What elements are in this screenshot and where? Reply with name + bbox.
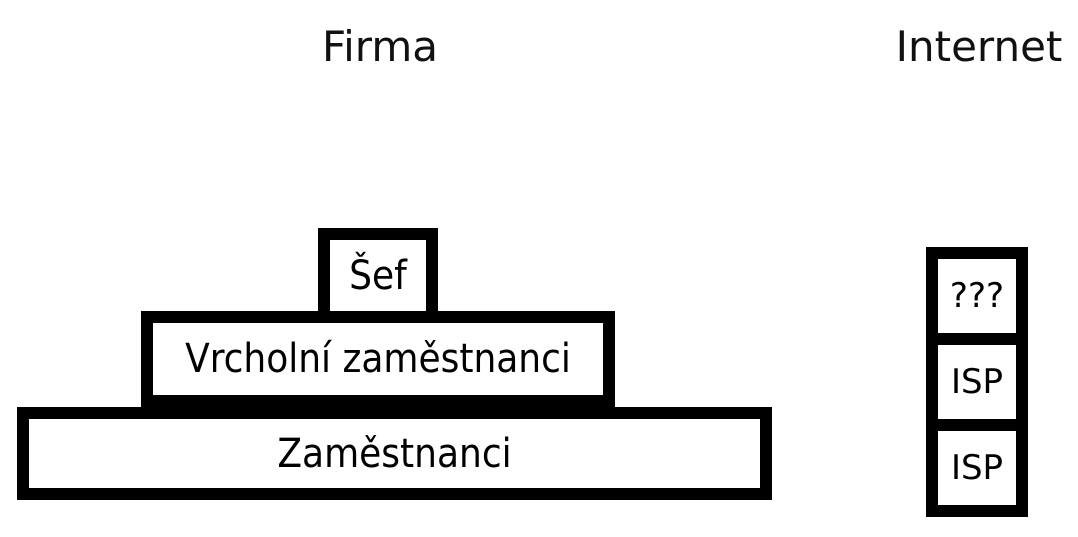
pyramid-level-zamestnanci: Zaměstnanci bbox=[17, 407, 772, 500]
pyramid-level-sef: Šef bbox=[318, 228, 438, 324]
internet-stack: ??? ISP ISP bbox=[926, 247, 1028, 517]
column-title-internet: Internet bbox=[895, 22, 1063, 71]
internet-stack-cell-label: ISP bbox=[950, 448, 1004, 488]
internet-stack-cell-isp-1: ISP bbox=[938, 333, 1016, 419]
internet-stack-cell-isp-2: ISP bbox=[938, 419, 1016, 505]
pyramid-level-label: Šef bbox=[349, 253, 407, 299]
internet-stack-cell-unknown: ??? bbox=[938, 259, 1016, 333]
pyramid-level-label: Vrcholní zaměstnanci bbox=[185, 336, 571, 382]
column-title-firma: Firma bbox=[322, 22, 438, 71]
pyramid-level-vrcholni-zamestnanci: Vrcholní zaměstnanci bbox=[141, 311, 615, 407]
internet-stack-cell-label: ??? bbox=[949, 276, 1005, 316]
internet-stack-cell-label: ISP bbox=[950, 362, 1004, 402]
pyramid-level-label: Zaměstnanci bbox=[277, 430, 512, 477]
